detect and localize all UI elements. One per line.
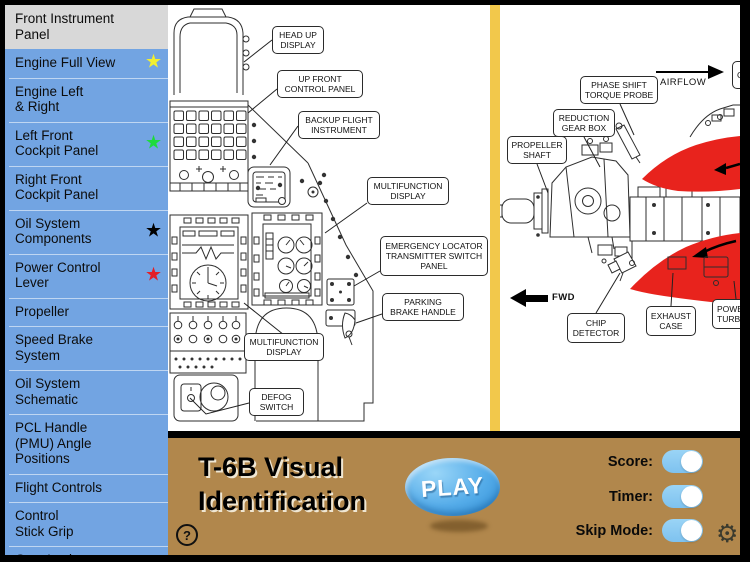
fwd-arrow (510, 289, 548, 307)
skip-mode-toggle[interactable] (662, 519, 703, 542)
diagram-drawing (169, 8, 740, 422)
sidebar-item-label: PCL Handle (PMU) Angle Positions (15, 420, 92, 466)
toggle-knob (681, 486, 702, 507)
sidebar-item-label: Oil System Components (15, 215, 92, 247)
toggle-row-score: Score: (608, 450, 703, 473)
sidebar-item-pcl-handle-pmu-angle-positions[interactable]: PCL Handle (PMU) Angle Positions (5, 414, 168, 474)
sidebar-item-label: Oil System Schematic (15, 376, 81, 407)
play-button[interactable]: PLAY (405, 458, 500, 516)
fwd-label: FWD (552, 292, 575, 303)
timer-toggle[interactable] (662, 485, 703, 508)
sidebar-item-oil-system-components[interactable]: Oil System Components ★ (5, 209, 168, 254)
airflow-arrow (656, 65, 724, 79)
sidebar-item-label: Engine Left & Right (15, 83, 84, 115)
diagram-label-backup-flight-instrument: BACKUP FLIGHT INSTRUMENT (298, 111, 380, 139)
diagram-label-exhaust-case: EXHAUST CASE (646, 306, 696, 336)
star-icon: ★ (144, 220, 162, 242)
app-title: T-6B Visual Identification (198, 450, 366, 518)
sidebar-item-label: Front Instrument Panel (15, 11, 115, 42)
help-icon[interactable]: ? (176, 524, 198, 546)
instrument-panel-drawing (169, 8, 374, 422)
diagram-label-reduction-gear-box: REDUCTION GEAR BOX (553, 109, 615, 137)
sidebar-item-label: Left Front Cockpit Panel (15, 127, 99, 159)
diagram-label-multifunction-display-lower: MULTIFUNCTION DISPLAY (244, 333, 324, 361)
app-title-line1: T-6B Visual (198, 452, 344, 482)
sidebar-item-propeller[interactable]: Propeller (5, 297, 168, 327)
airflow-label: AIRFLOW (660, 77, 707, 88)
sidebar-item-label: Control Stick Grip (15, 508, 74, 539)
diagram-label-parking-brake-handle: PARKING BRAKE HANDLE (382, 293, 464, 321)
diagram-label-phase-shift-torque-probe: PHASE SHIFT TORQUE PROBE (580, 76, 658, 104)
sidebar-item-label: Speed Brake System (15, 332, 94, 363)
sidebar-item-label: Right Front Cockpit Panel (15, 171, 99, 203)
play-button-label: PLAY (420, 471, 485, 502)
play-button-shadow (430, 520, 488, 532)
sidebar-item-engine-full-view[interactable]: Engine Full View ★ (5, 49, 168, 78)
app-title-line2: Identification (198, 486, 366, 516)
sidebar-item-speed-brake-system[interactable]: Speed Brake System (5, 326, 168, 370)
diagram-area: HEAD UP DISPLAY UP FRONT CONTROL PANEL BAC… (168, 5, 740, 431)
diagram-label-propeller-shaft: PROPELLER SHAFT (507, 136, 567, 164)
sidebar-item-gust-lock[interactable]: Gust Lock (5, 546, 168, 555)
star-icon: ★ (144, 51, 162, 73)
panel-divider (490, 5, 500, 431)
diagram-label-multifunction-display-upper: MULTIFUNCTION DISPLAY (367, 177, 449, 205)
bottom-bar: T-6B Visual Identification PLAY Score: Ti… (168, 438, 740, 555)
star-icon: ★ (144, 264, 162, 286)
sidebar-item-control-stick-grip[interactable]: Control Stick Grip (5, 502, 168, 546)
sidebar-item-flight-controls[interactable]: Flight Controls (5, 473, 168, 503)
toggle-knob (681, 451, 702, 472)
toggle-label-skip-mode: Skip Mode: (575, 522, 653, 539)
diagram-label-head-up-display: HEAD UP DISPLAY (272, 26, 324, 54)
sidebar-item-oil-system-schematic[interactable]: Oil System Schematic (5, 370, 168, 414)
engine-drawing (189, 39, 740, 415)
sidebar-item-label: Propeller (15, 303, 70, 319)
sidebar-item-front-instrument-panel[interactable]: Front Instrument Panel (5, 5, 168, 49)
diagram-label-chip-detector: CHIP DETECTOR (567, 313, 625, 343)
score-toggle[interactable] (662, 450, 703, 473)
sidebar-item-label: Engine Full View (15, 55, 116, 70)
highlight-upper (642, 136, 740, 192)
sidebar-item-engine-left-right[interactable]: Engine Left & Right (5, 77, 168, 122)
sidebar-item-label: Power Control Lever (15, 259, 101, 291)
toggle-knob (681, 520, 702, 541)
diagram-label-clipped-right-label: C (732, 61, 740, 89)
toggle-row-skip-mode: Skip Mode: (576, 519, 703, 542)
star-icon: ★ (144, 132, 162, 154)
leader-lines (189, 39, 737, 415)
sidebar-item-right-front-cockpit-panel[interactable]: Right Front Cockpit Panel (5, 165, 168, 210)
sidebar-item-label: Gust Lock (15, 552, 76, 555)
sidebar-item-left-front-cockpit-panel[interactable]: Left Front Cockpit Panel ★ (5, 121, 168, 166)
toggle-row-timer: Timer: (609, 485, 703, 508)
settings-gear-icon[interactable]: ⚙ (716, 520, 739, 548)
sidebar-item-power-control-lever[interactable]: Power Control Lever ★ (5, 253, 168, 298)
diagram-label-power-turbine: POWER TURBINE (712, 299, 740, 329)
toggle-label-score: Score: (607, 453, 653, 470)
sidebar-item-label: Flight Controls (15, 479, 103, 495)
diagram-label-up-front-control-panel: UP FRONT CONTROL PANEL (277, 70, 363, 98)
toggle-label-timer: Timer: (608, 488, 653, 505)
diagram-label-emergency-locator-transmitter-switch-panel: EMERGENCY LOCATOR TRANSMITTER SWITCH PAN… (380, 236, 488, 276)
diagram-label-defog-switch: DEFOG SWITCH (249, 388, 304, 416)
